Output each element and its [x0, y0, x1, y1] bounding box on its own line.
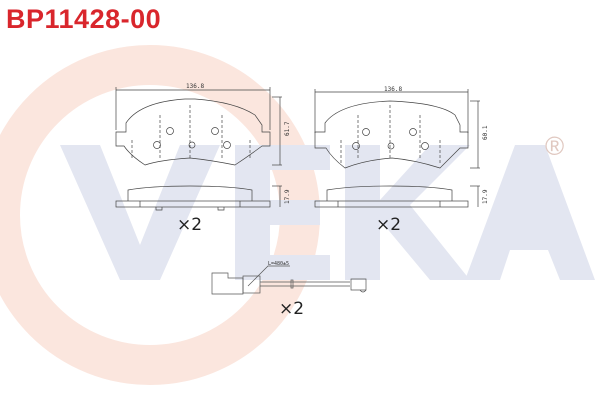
pad-1-width-dimension: 136.8: [186, 83, 204, 90]
wear-sensor-drawing: [211, 265, 367, 295]
registered-mark: ®: [545, 131, 564, 161]
pad-side-view-1: [115, 185, 282, 211]
pad-1-height-dimension: 61.7: [284, 121, 291, 136]
watermark-letter-e: [235, 145, 330, 280]
pad-front-view-1: [115, 87, 282, 166]
watermark-letter-v: [60, 145, 220, 280]
pad-front-view-2: [314, 89, 480, 169]
pad-1-thickness-dimension: 17.9: [284, 189, 291, 204]
brand-watermark: ®: [0, 45, 595, 385]
wear-sensor-length: L=480±5: [268, 261, 289, 267]
pad-2-height-dimension: 60.1: [482, 125, 489, 140]
pad-side-view-2: [314, 185, 480, 208]
pad-1-quantity: ×2: [177, 215, 202, 235]
wear-sensor-quantity: ×2: [279, 299, 304, 319]
pad-2-quantity: ×2: [376, 215, 401, 235]
pad-2-width-dimension: 136.8: [384, 86, 402, 93]
watermark-letter-k: [345, 145, 470, 280]
pad-2-thickness-dimension: 17.9: [482, 189, 489, 204]
watermark-letter-a: [465, 145, 595, 280]
part-number-title: BP11428-00: [6, 4, 162, 34]
